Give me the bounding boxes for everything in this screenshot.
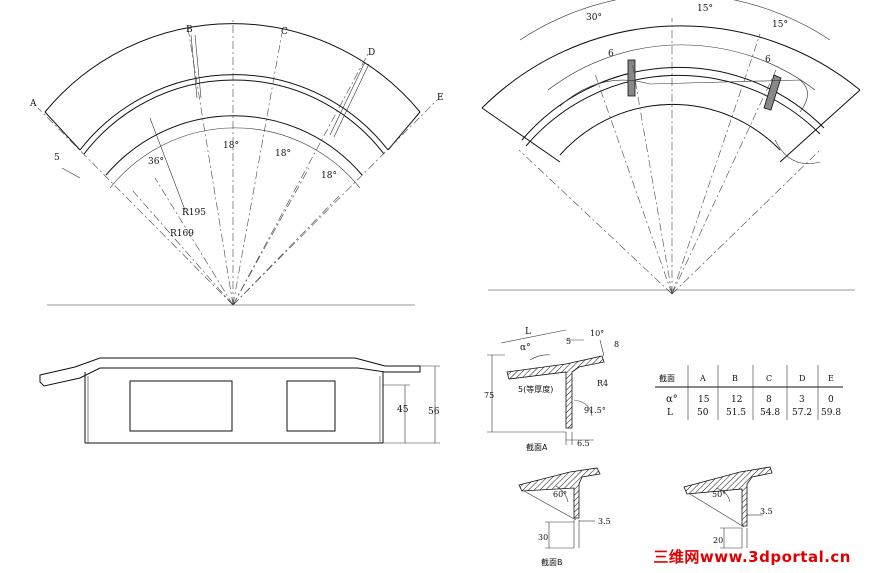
table-r1-0: L <box>667 408 673 418</box>
sec-b-dim-30: 30 <box>538 533 548 542</box>
sec-c-dim-3-5: 3.5 <box>760 507 773 516</box>
section-a: L α° 5(等厚度) 5 10° 8 R4 75 91.5° 6.5 截面A <box>484 327 619 452</box>
sec-a-dim-10deg: 10° <box>590 329 604 338</box>
angle-18-c: 18° <box>321 171 337 181</box>
left-edge <box>44 111 81 151</box>
point-label-c: C <box>281 27 288 37</box>
table-r0-4: 3 <box>799 395 805 405</box>
table-h-1: A <box>699 374 706 383</box>
watermark: 三维网www.3dportal.cn <box>653 548 851 566</box>
sec-a-dim-6-5: 6.5 <box>577 439 590 448</box>
table-r0-2: 12 <box>731 395 742 405</box>
sector-view <box>37 18 438 306</box>
flange-arc-1 <box>79 74 389 151</box>
radius-169: R169 <box>170 229 194 239</box>
point-label-b: B <box>186 25 193 35</box>
sec-a-dim-5: 5 <box>566 337 571 346</box>
r-angle-15-b: 15° <box>772 20 788 30</box>
table-r0-3: 8 <box>766 395 772 405</box>
sector-point-labels: A B C D E <box>29 25 444 109</box>
table-h-5: E <box>828 374 834 383</box>
radius-195: R195 <box>182 208 206 218</box>
table-r0-1: 15 <box>698 395 710 405</box>
rib-width-6-b: 6 <box>765 55 771 65</box>
section-b: 60° 3.5 30 截面B <box>518 467 611 567</box>
angle-18-b: 18° <box>275 149 291 159</box>
sec-a-thickness-note: 5(等厚度) <box>518 384 553 394</box>
sec-c-dim-20: 20 <box>713 536 723 545</box>
sec-a-alpha: α° <box>520 343 531 353</box>
table-h-2: B <box>732 374 738 383</box>
table-r1-4: 57.2 <box>792 408 812 418</box>
table-h-0: 截面 <box>659 373 675 383</box>
inner-arc <box>105 115 363 176</box>
sec-a-dim-r4: R4 <box>597 379 608 388</box>
angle-18-a: 18° <box>223 141 239 151</box>
sec-a-dim-91-5: 91.5° <box>584 406 606 415</box>
sec-b-dim-60: 60° <box>553 490 567 499</box>
table-r1-5: 59.8 <box>821 408 841 418</box>
thickness-5: 5 <box>54 153 60 163</box>
table-r1-3: 54.8 <box>760 408 780 418</box>
side-dim-56: 56 <box>428 407 440 417</box>
sec-a-L: L <box>525 327 531 337</box>
section-c: 50° 3.5 20 <box>683 466 773 549</box>
table-h-4: D <box>799 374 805 383</box>
right-sector-view: 30° 15° 15° 6 6 <box>481 0 861 295</box>
point-label-e: E <box>437 93 444 103</box>
section-table: 截面 A B C D E α° 15 12 8 3 0 L 50 51.5 54… <box>655 365 843 420</box>
sec-b-label: 截面B <box>541 557 563 567</box>
table-r0-0: α° <box>666 394 678 405</box>
r-angle-15-a: 15° <box>697 4 713 14</box>
r-angle-30: 30° <box>586 13 602 23</box>
angle-36: 36° <box>148 157 164 167</box>
flange-arc-2 <box>83 79 385 155</box>
rib-width-6-a: 6 <box>608 49 614 59</box>
table-r1-2: 51.5 <box>726 408 746 418</box>
sector-dims: 36° 18° 18° 18° R195 R169 5 <box>54 141 337 239</box>
point-label-d: D <box>368 48 375 58</box>
side-dim-45: 45 <box>397 405 409 415</box>
sec-a-label: 截面A <box>526 442 548 452</box>
sec-a-dim-75: 75 <box>484 391 494 400</box>
sec-b-dim-3-5: 3.5 <box>598 517 611 526</box>
table-h-3: C <box>766 374 772 383</box>
sec-c-dim-50: 50° <box>712 490 726 499</box>
side-view: 45 56 <box>39 357 440 444</box>
table-r1-1: 50 <box>697 408 709 418</box>
point-label-a: A <box>29 99 37 109</box>
table-r0-5: 0 <box>828 395 834 405</box>
sec-a-dim-8: 8 <box>614 340 619 349</box>
outer-arc <box>44 23 421 113</box>
